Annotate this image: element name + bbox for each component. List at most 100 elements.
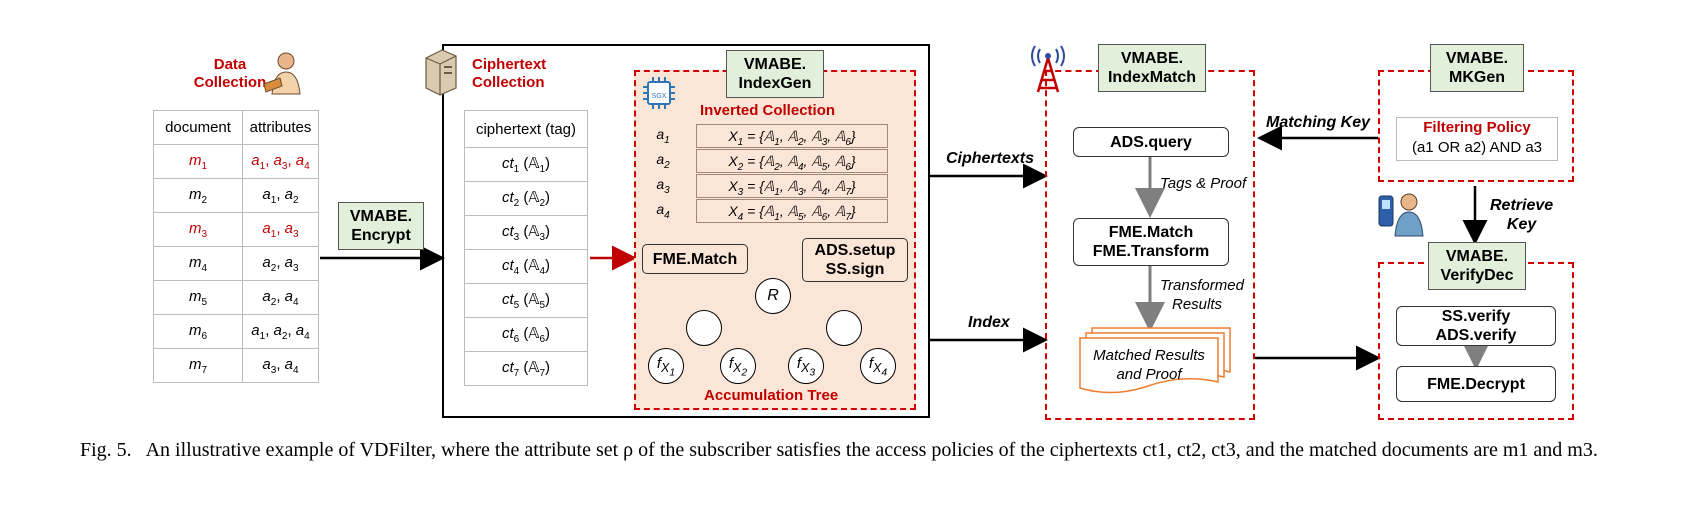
- indexgen-line1: VMABE.: [743, 56, 807, 73]
- document-cell: m1: [153, 144, 243, 179]
- tree-root-label: R: [767, 287, 779, 304]
- inverted-row: a3 X3 = {𝔸1, 𝔸3, 𝔸4, 𝔸7}: [652, 174, 892, 198]
- attributes-cell: a1, a2, a4: [242, 314, 319, 349]
- ads-query-label: ADS.query: [1110, 133, 1192, 151]
- indexmatch-fme-transform: FME.Transform: [1092, 243, 1210, 260]
- vmabe-encrypt-box: VMABE. Encrypt: [338, 202, 424, 250]
- fme-transform-box: FME.Match FME.Transform: [1073, 218, 1229, 266]
- filtering-policy-box: Filtering Policy (a1 OR a2) AND a3: [1396, 117, 1558, 161]
- fme-decrypt-label: FME.Decrypt: [1427, 375, 1525, 393]
- caption-label: Fig. 5.: [80, 439, 132, 461]
- ads-setup-box: ADS.setup SS.sign: [802, 238, 908, 282]
- accumulation-tree-title: Accumulation Tree: [704, 387, 839, 404]
- data-collection-title-line2: Collection: [193, 74, 267, 91]
- inverted-value: X3 = {𝔸1, 𝔸3, 𝔸4, 𝔸7}: [696, 174, 888, 198]
- inverted-key: a1: [656, 126, 670, 146]
- table-row: ct2 (𝔸2): [464, 181, 588, 216]
- inverted-collection-title: Inverted Collection: [700, 102, 836, 119]
- cloud-server-frame: [442, 44, 930, 418]
- indexmatch-line1: VMABE.: [1120, 50, 1184, 67]
- encrypt-line2: Encrypt: [351, 227, 411, 244]
- caption-text: An illustrative example of VDFilter, whe…: [145, 439, 1598, 461]
- filtering-policy-expr: (a1 OR a2) AND a3: [1411, 139, 1543, 156]
- inverted-row: a2 X2 = {𝔸2, 𝔸4, 𝔸5, 𝔸6}: [652, 149, 892, 173]
- document-cell: m5: [153, 280, 243, 315]
- tree-leaf-node: fX3: [788, 348, 824, 384]
- inverted-row: a4 X4 = {𝔸1, 𝔸5, 𝔸6, 𝔸7}: [652, 199, 892, 223]
- matched-line2: and Proof: [1116, 366, 1182, 383]
- inverted-value: X2 = {𝔸2, 𝔸4, 𝔸5, 𝔸6}: [696, 149, 888, 173]
- table-row: ct6 (𝔸6): [464, 317, 588, 352]
- attributes-cell: a1, a3: [242, 212, 319, 247]
- mkgen-line2: MKGen: [1449, 69, 1505, 86]
- ads-query-box: ADS.query: [1073, 127, 1229, 157]
- filtering-policy-title: Filtering Policy: [1423, 119, 1531, 136]
- tree-inner-node-right: [826, 310, 862, 346]
- transformed-line1: Transformed: [1160, 277, 1244, 294]
- index-edge-label: Index: [968, 314, 1010, 331]
- attributes-cell: a2, a4: [242, 280, 319, 315]
- ciphertext-table: ciphertext (tag) ct1 (𝔸1)ct2 (𝔸2)ct3 (𝔸3…: [464, 110, 588, 386]
- retrieve-key-edge-label: Retrieve Key: [1490, 196, 1553, 234]
- vmabe-indexgen-box: VMABE. IndexGen: [726, 50, 824, 98]
- ss-verify-box: SS.verify ADS.verify: [1396, 306, 1556, 346]
- figure-caption: Fig. 5. An illustrative example of VDFil…: [80, 438, 1640, 463]
- fme-match-box: FME.Match: [642, 244, 748, 274]
- fme-match-label: FME.Match: [652, 250, 738, 268]
- mkgen-line1: VMABE.: [1445, 50, 1509, 67]
- ciphertext-cell: ct6 (𝔸6): [464, 317, 588, 352]
- matched-results-label: Matched Results and Proof: [1080, 346, 1218, 384]
- indexmatch-line2: IndexMatch: [1107, 69, 1196, 86]
- table-row: ct4 (𝔸4): [464, 249, 588, 284]
- indexmatch-fme-match: FME.Match: [1108, 224, 1194, 241]
- document-cell: m4: [153, 246, 243, 281]
- verifydec-line1: VMABE.: [1445, 248, 1509, 265]
- fme-decrypt-box: FME.Decrypt: [1396, 366, 1556, 402]
- server-icon: [425, 49, 457, 96]
- table-row: ct1 (𝔸1): [464, 147, 588, 182]
- inverted-key: a4: [656, 201, 670, 221]
- transformed-results-label: Transformed Results: [1160, 276, 1244, 314]
- header-attributes: attributes: [242, 110, 319, 145]
- ciphertext-cell: ct1 (𝔸1): [464, 147, 588, 182]
- inverted-key: a3: [656, 176, 670, 196]
- data-collection-title: Data Collection: [180, 56, 280, 92]
- tree-leaf-node: fX1: [648, 348, 684, 384]
- table-row: ct7 (𝔸7): [464, 351, 588, 386]
- retrieve-key-line1: Retrieve: [1490, 197, 1554, 214]
- tree-leaf-node: fX4: [860, 348, 896, 384]
- antenna-tower-icon: [1031, 45, 1065, 93]
- table-header-row: document attributes: [153, 110, 319, 145]
- document-cell: m7: [153, 348, 243, 383]
- attributes-cell: a1, a2: [242, 178, 319, 213]
- subscriber-phone-icon: [1378, 193, 1424, 237]
- retrieve-key-line2: Key: [1506, 216, 1537, 233]
- ciphertext-cell: ct3 (𝔸3): [464, 215, 588, 250]
- data-collection-title-line1: Data: [213, 56, 247, 73]
- ciphertext-cell: ct4 (𝔸4): [464, 249, 588, 284]
- attributes-cell: a1, a3, a4: [242, 144, 319, 179]
- verifydec-line2: VerifyDec: [1440, 267, 1514, 284]
- inverted-value: X4 = {𝔸1, 𝔸5, 𝔸6, 𝔸7}: [696, 199, 888, 223]
- ciphertext-collection-title-line1: Ciphertext: [472, 56, 547, 73]
- inverted-key: a2: [656, 151, 670, 171]
- encrypt-line1: VMABE.: [349, 208, 413, 225]
- vmabe-mkgen-box: VMABE. MKGen: [1430, 44, 1524, 92]
- indexgen-line2: IndexGen: [738, 75, 812, 92]
- ciphertext-cell: ct2 (𝔸2): [464, 181, 588, 216]
- tree-leaf-node: fX2: [720, 348, 756, 384]
- ciphertext-header: ciphertext (tag): [464, 110, 588, 148]
- table-row: ct3 (𝔸3): [464, 215, 588, 250]
- sgx-label: SGX: [652, 93, 667, 100]
- vmabe-indexmatch-box: VMABE. IndexMatch: [1098, 44, 1206, 92]
- person-icon: [263, 52, 301, 95]
- header-document: document: [153, 110, 243, 145]
- ss-verify-line2: ADS.verify: [1435, 327, 1517, 344]
